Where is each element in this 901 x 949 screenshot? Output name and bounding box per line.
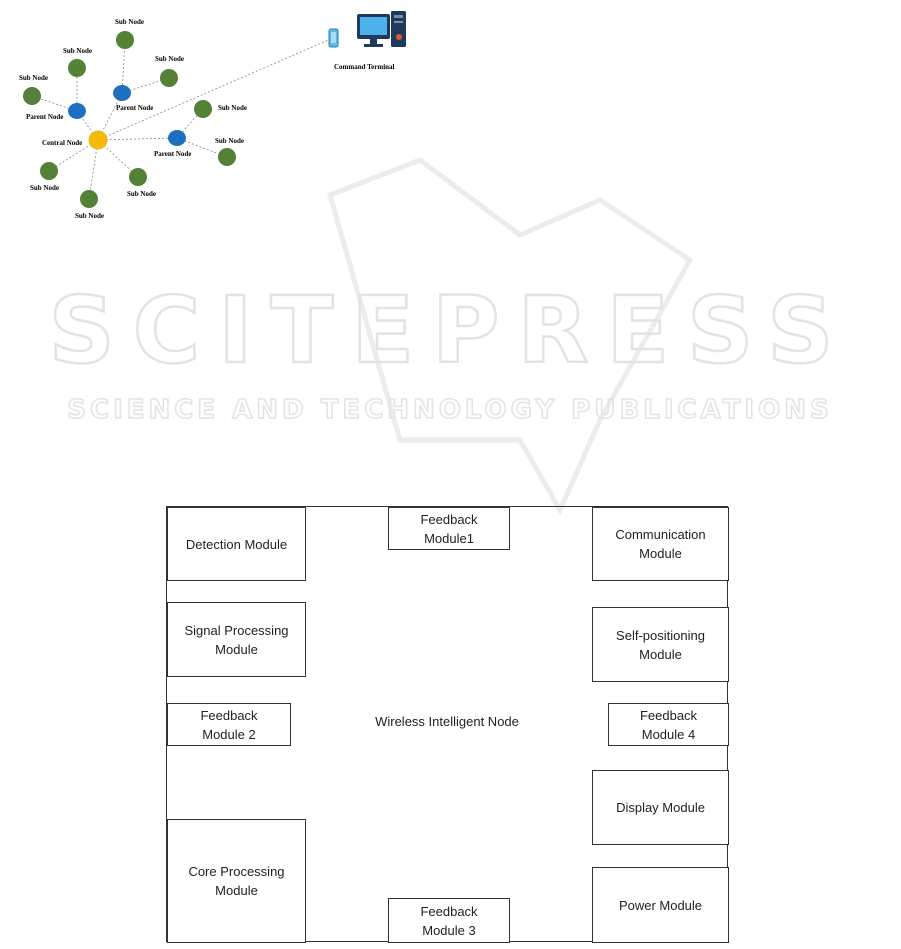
sub-node-4 xyxy=(23,87,41,105)
sub-node-6 xyxy=(218,148,236,166)
feedback-module-1: Feedback Module1 xyxy=(388,507,510,550)
sub-node-label-2: Sub Node xyxy=(63,47,92,55)
display-module: Display Module xyxy=(592,770,729,845)
parent-node-3 xyxy=(168,130,186,146)
sub-node-label-6: Sub Node xyxy=(215,137,244,145)
watermark-book-shape xyxy=(326,157,694,516)
sub-node-1 xyxy=(116,31,134,49)
sub-node-3 xyxy=(160,69,178,87)
sub-node-label-5: Sub Node xyxy=(218,104,247,112)
parent-node-label-1: Parent Node xyxy=(116,104,153,112)
communication-module: Communication Module xyxy=(592,507,729,581)
sub-node-8 xyxy=(129,168,147,186)
feedback-module-3: Feedback Module 3 xyxy=(388,898,510,943)
core-processing-module: Core Processing Module xyxy=(167,819,306,943)
central-node-label: Central Node xyxy=(42,139,82,147)
parent-node-label-2: Parent Node xyxy=(26,113,63,121)
wireless-intelligent-node-diagram: Wireless Intelligent Node Detection Modu… xyxy=(166,506,729,943)
command-terminal-label: Command Terminal xyxy=(334,63,395,71)
sub-node-label-7: Sub Node xyxy=(30,184,59,192)
sub-node-label-9: Sub Node xyxy=(75,212,104,220)
sub-node-9 xyxy=(80,190,98,208)
parent-node-label-3: Parent Node xyxy=(154,150,191,158)
sub-node-7 xyxy=(40,162,58,180)
watermark-big-text: SCITEPRESS xyxy=(48,277,851,384)
detection-module: Detection Module xyxy=(167,507,306,581)
feedback-module-4: Feedback Module 4 xyxy=(608,703,729,746)
sub-node-label-4: Sub Node xyxy=(19,74,48,82)
sub-node-2 xyxy=(68,59,86,77)
central-node xyxy=(88,130,108,150)
power-module: Power Module xyxy=(592,867,729,943)
parent-node-1 xyxy=(113,85,131,101)
network-topology-diagram: Sub Node Sub Node Sub Node Sub Node Sub … xyxy=(19,11,406,220)
desktop-computer-icon xyxy=(357,11,406,47)
parent-node-2 xyxy=(68,103,86,119)
feedback-module-2: Feedback Module 2 xyxy=(167,703,291,746)
mobile-device-icon xyxy=(328,28,339,48)
watermark-small-text: SCIENCE AND TECHNOLOGY PUBLICATIONS xyxy=(67,395,832,425)
self-positioning-module: Self-positioning Module xyxy=(592,607,729,682)
wireless-intelligent-node-label: Wireless Intelligent Node xyxy=(375,714,519,729)
sub-node-label-3: Sub Node xyxy=(155,55,184,63)
signal-processing-module: Signal Processing Module xyxy=(167,602,306,677)
sub-node-5 xyxy=(194,100,212,118)
sub-node-label-1: Sub Node xyxy=(115,18,144,26)
sub-node-label-8: Sub Node xyxy=(127,190,156,198)
